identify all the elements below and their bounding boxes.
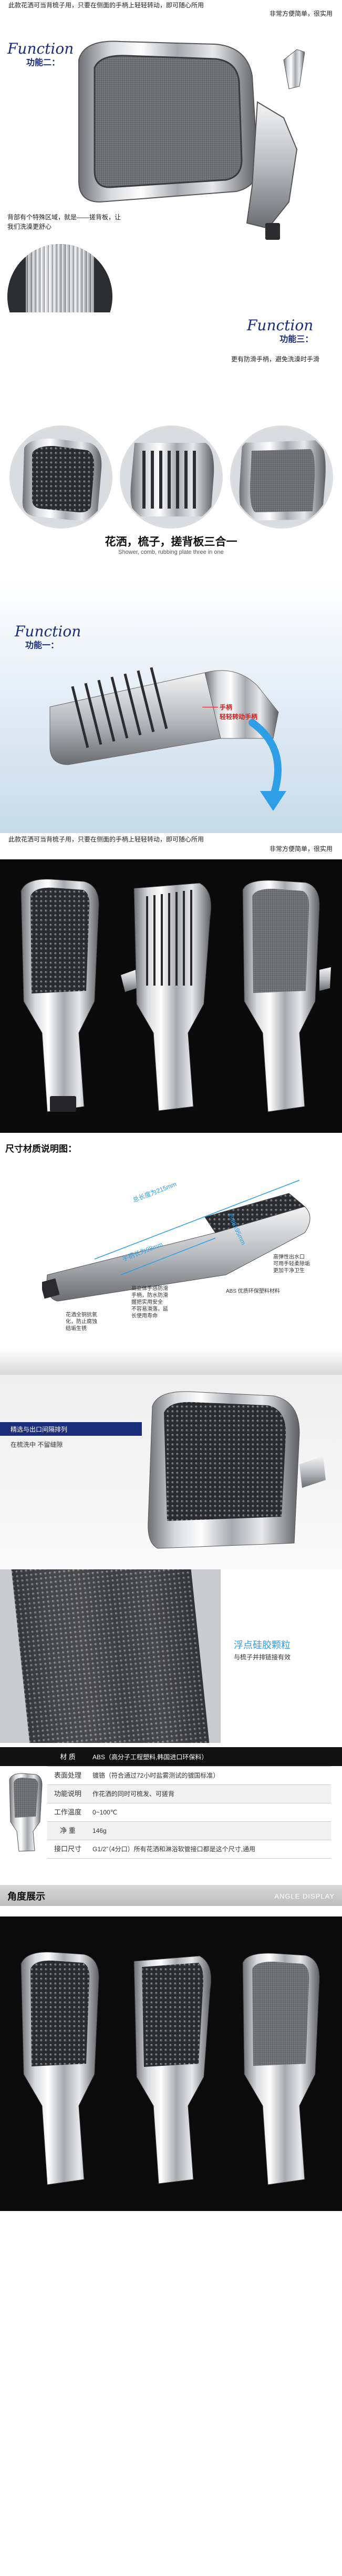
top-notice-strip: 此款花洒可当背梳子用，只要在侧面的手柄上轻轻转动，即可随心所用 非常方便简单，很… [0, 0, 342, 18]
note-abs: ABS 优质环保塑料材料 [226, 1289, 280, 1294]
bottom-tagline: 非常方便简单，很实用 [269, 845, 333, 853]
rotation-arrow-icon [248, 719, 286, 811]
spec-row: 功能说明 作花洒的同时可梳发、可搓背 [47, 1785, 331, 1803]
bottom-notice-strip: 此款花洒可当背梳子用，只要在侧面的手柄上轻轻转动，即可随心所用 非常方便简单，很… [0, 833, 342, 859]
function-three-title-block: Function 功能三： [247, 317, 313, 344]
note-outlet: 高弹性出水口 可用手轻柔除垢 更加干净卫生 [273, 1254, 310, 1274]
angle-title-en: ANGLE DISPLAY [274, 1892, 335, 1900]
product-scrub-side [242, 880, 331, 1112]
spec-row: 净 重 146g [47, 1822, 331, 1840]
callout-handle-label: 手柄 [220, 704, 233, 711]
three-in-one-section: 花洒，梳子，搓背板三合一 Shower, comb, rubbing plate… [0, 423, 342, 581]
spec-value: 146g [92, 1827, 107, 1834]
detail1-desc: 在梳洗中 不留缝隙 [11, 1441, 63, 1448]
function-two-desc: 背部有个特殊区域，就是——搓背板，让我们洗澡更舒心 [7, 214, 121, 230]
nozzle-closeup-image [148, 1391, 326, 1549]
size-diagram-image [42, 1193, 310, 1302]
function-three-section: Function 功能三： 更有防滑手柄，避免洗澡时手滑 [0, 312, 342, 423]
detail1-label-bar [0, 1422, 142, 1436]
spec-dark-band [0, 1747, 342, 1766]
shower-comb-function-image [49, 667, 279, 765]
spec-row: 工作温度 0~100℃ [47, 1803, 331, 1822]
function-three-title: Function [247, 317, 314, 334]
note-grip: 高立体手感防滑 手柄，防水防滑 握把实用安全 不容易滑落，延 长使用寿命 [131, 1286, 168, 1319]
spec-row: 材 质 ABS（高分子工程塑料,韩国进口环保料） [47, 1748, 331, 1767]
spec-row: 表面处理 镀铬（符合通过72小时盐雾测试的镀国标准） [47, 1767, 331, 1785]
size-section: 尺寸材质说明图： 总长度为215mm 手柄长为98mm 约88x95mm 高弹性… [0, 1133, 342, 1375]
function-three-subtitle: 功能三： [279, 335, 314, 344]
angle-view-back [242, 1953, 320, 2185]
spec-thumb-image [9, 1773, 43, 1852]
shower-scrubbing-plate-image [78, 40, 305, 240]
gradient-footer [0, 1348, 342, 1375]
callout-handle-desc: 轻轻转动手柄 [220, 713, 258, 721]
detail1-label: 精选与出口间隔排列 [11, 1426, 68, 1433]
angle-view-front [20, 1952, 99, 2185]
detail2-label: 浮点硅胶颗粒 [234, 1640, 291, 1650]
spec-key: 材 质 [60, 1753, 76, 1761]
comb-mode-circle [120, 425, 223, 529]
angle-dark-panel [0, 1916, 342, 2211]
handle-ribs-detail-circle [7, 244, 112, 312]
bottom-notice-text: 此款花洒可当背梳子用，只要在侧面的手柄上轻轻转动，即可随心所用 [8, 836, 204, 843]
spec-key: 功能说明 [54, 1790, 81, 1798]
product-trio-dark [0, 859, 342, 1133]
note-copper: 花洒全铜抗氧 化，防止腐蚀 结垢生锈 [66, 1312, 97, 1332]
function-two-title-block: Function 功能二： [7, 40, 74, 68]
spec-value: G1/2”（4分口）所有花洒和淋浴软管接口都是这个尺寸,通用 [92, 1845, 256, 1853]
spec-key: 工作温度 [54, 1808, 81, 1816]
silicone-closeup-image [0, 1569, 221, 1743]
function-one-title: Function [15, 623, 81, 640]
function-one-section: Function 功能一： 手柄 轻轻转动手柄 [0, 581, 342, 833]
three-in-one-heading: 花洒，梳子，搓背板三合一 [105, 536, 237, 548]
product-comb-side [121, 883, 212, 1111]
function-one-title-block: Function 功能一： [15, 623, 81, 651]
spec-value: 镀铬（符合通过72小时盐雾测试的镀国标准） [92, 1772, 220, 1779]
detail-nozzles-section: 精选与出口间隔排列 在梳洗中 不留缝隙 [0, 1375, 342, 1569]
angle-title: 角度展示 [7, 1891, 45, 1902]
angle-section: 角度展示 ANGLE DISPLAY [0, 1864, 342, 2576]
product-shower-side [20, 879, 99, 1112]
function-two-title: Function [7, 40, 74, 57]
function-one-subtitle: 功能一： [25, 641, 59, 650]
angle-view-side [133, 1955, 212, 2184]
scrub-mode-circle [230, 425, 333, 529]
spec-value: ABS（高分子工程塑料,韩国进口环保料） [92, 1753, 208, 1761]
dimension-lines [94, 1180, 300, 1275]
three-in-one-subheading: Shower, comb, rubbing plate three in one [118, 549, 224, 555]
spec-key: 接口尺寸 [54, 1845, 81, 1853]
shower-mode-circle [9, 425, 112, 529]
spec-value: 0~100℃ [92, 1809, 118, 1816]
top-tagline: 非常方便简单，很实用 [269, 10, 333, 17]
detail2-desc: 与梳子并排链接有效 [234, 1654, 291, 1661]
function-two-section: Function 功能二： 背部有个特殊区域，就是——搓背板，让我们洗澡更舒心 [0, 18, 342, 312]
detail-silicone-section: 浮点硅胶颗粒 与梳子并排链接有效 [0, 1569, 342, 1743]
function-three-desc: 更有防滑手柄，避免洗澡时手滑 [231, 356, 320, 363]
angle-header-bar [0, 1885, 342, 1906]
spec-table-section: 材 质 ABS（高分子工程塑料,韩国进口环保料） 表面处理 镀铬（符合通过72小时盐雾… [0, 1743, 342, 1864]
size-header: 尺寸材质说明图： [5, 1144, 77, 1154]
spec-row: 接口尺寸 G1/2”（4分口）所有花洒和淋浴软管接口都是这个尺寸,通用 [47, 1840, 331, 1859]
spec-key: 净 重 [60, 1827, 76, 1834]
spec-value: 作花洒的同时可梳发、可搓背 [92, 1790, 175, 1798]
function-two-subtitle: 功能二： [26, 58, 60, 67]
top-notice-text: 此款花洒可当背梳子用，只要在侧面的手柄上轻轻转动，即可随心所用 [8, 2, 204, 9]
spec-key: 表面处理 [54, 1771, 81, 1779]
